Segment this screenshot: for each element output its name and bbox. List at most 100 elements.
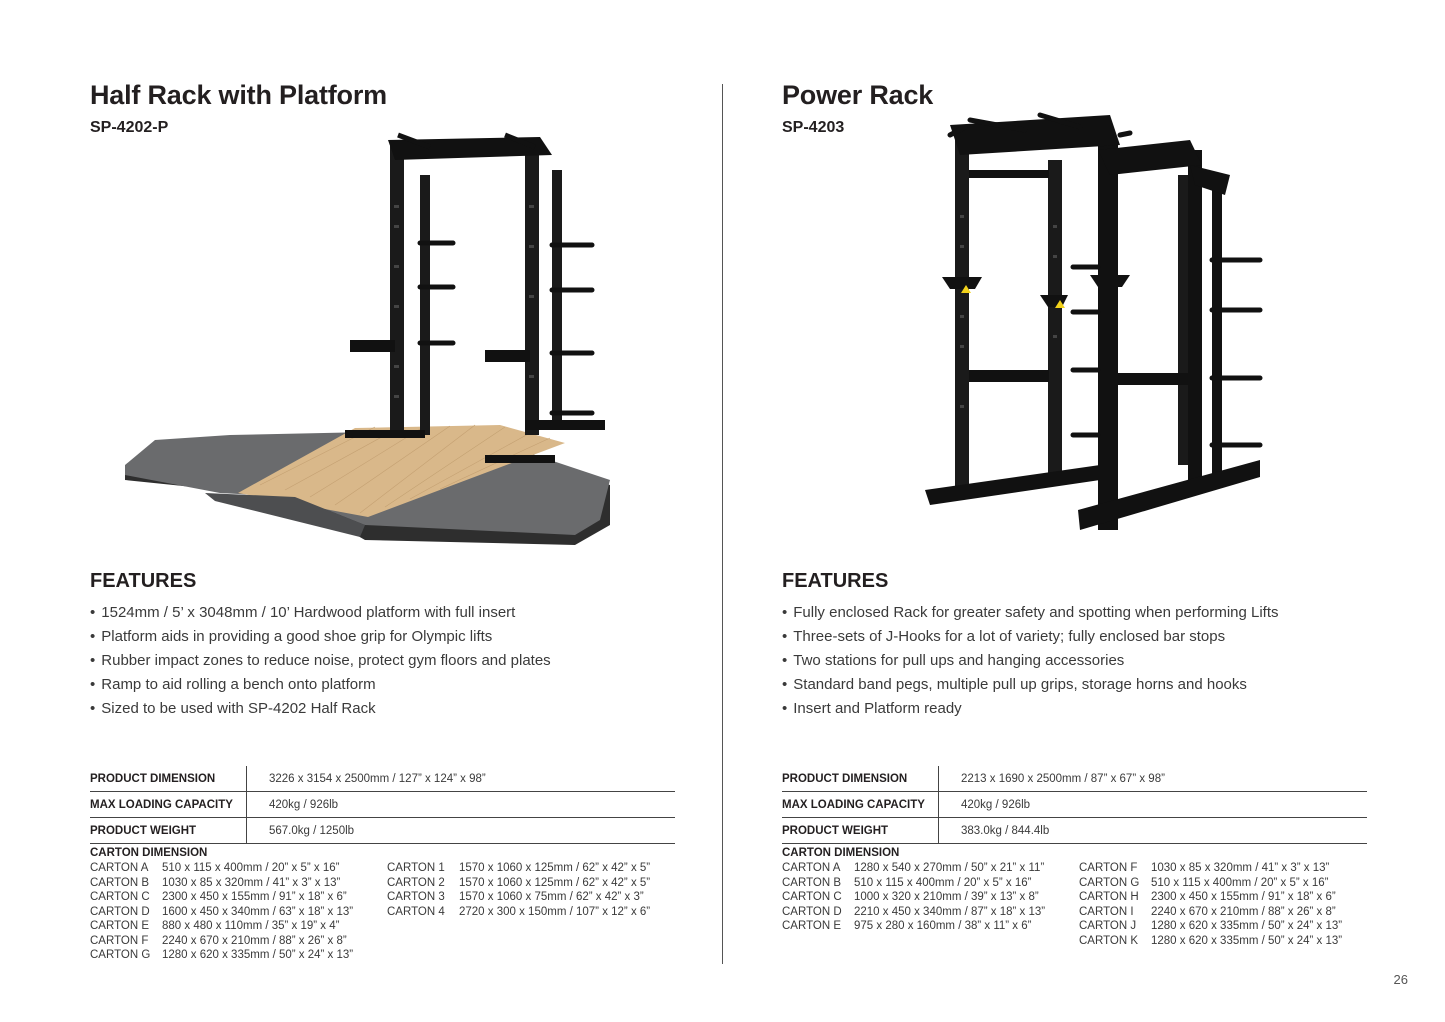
carton-name: CARTON E (90, 920, 150, 932)
spec-label: MAX LOADING CAPACITY (782, 792, 939, 817)
carton-name: CARTON H (1079, 891, 1139, 903)
carton-name: CARTON G (90, 949, 151, 961)
product-title: Half Rack with Platform (90, 80, 387, 110)
carton-list-col2: CARTON F 1030 x 85 x 320mm / 41” x 3” x 1… (1079, 861, 1342, 948)
carton-row: CARTON K 1280 x 620 x 335mm / 50” x 24” x… (1079, 934, 1342, 949)
feature-item: Rubber impact zones to reduce noise, pro… (90, 649, 550, 673)
feature-item: Sized to be used with SP-4202 Half Rack (90, 697, 551, 721)
carton-value: 1600 x 450 x 340mm / 63” x 18” x 13” (162, 905, 354, 918)
spec-value: 2213 x 1690 x 2500mm / 87” x 67” x 98” (961, 772, 1165, 785)
carton-name: CARTON I (1079, 905, 1134, 918)
carton-value: 880 x 480 x 110mm / 35” x 19” x 4” (162, 920, 340, 932)
feature-item: Standard band pegs, multiple pull up gri… (782, 673, 1279, 697)
carton-name: CARTON B (782, 876, 842, 889)
carton-name: CARTON A (782, 862, 841, 874)
carton-row: CARTON D 1600 x 450 x 340mm / 63” x 18” x… (90, 905, 353, 920)
carton-value: 1280 x 540 x 270mm / 50” x 21” x 11” (854, 862, 1045, 874)
carton-name: CARTON C (782, 891, 842, 903)
carton-name: CARTON F (1079, 862, 1138, 874)
carton-value: 1280 x 620 x 335mm / 50” x 24” x 13” (1151, 920, 1343, 932)
product-half-rack-with-platform: Half Rack with Platform SP-4202-P (90, 0, 690, 1022)
carton-value: 510 x 115 x 400mm / 20” x 5” x 16” (1151, 876, 1329, 889)
carton-name: CARTON 2 (387, 876, 445, 889)
carton-value: 2300 x 450 x 155mm / 91” x 18” x 6” (162, 891, 347, 903)
carton-name: CARTON J (1079, 920, 1137, 932)
page-number: 26 (1393, 972, 1408, 987)
carton-name: CARTON B (90, 876, 150, 889)
carton-value: 2210 x 450 x 340mm / 87” x 18” x 13” (854, 905, 1046, 918)
carton-name: CARTON D (782, 905, 842, 918)
carton-row: CARTON C 1000 x 320 x 210mm / 39” x 13” x… (782, 890, 1045, 905)
carton-row: CARTON C 2300 x 450 x 155mm / 91” x 18” x… (90, 890, 353, 905)
carton-list-col2: CARTON 1 1570 x 1060 x 125mm / 62” x 42” … (387, 861, 650, 919)
carton-row: CARTON 3 1570 x 1060 x 75mm / 62” x 42” x… (387, 890, 650, 905)
carton-value: 2720 x 300 x 150mm / 107” x 12” x 6” (459, 905, 651, 918)
carton-value: 510 x 115 x 400mm / 20” x 5” x 16” (162, 862, 340, 874)
carton-value: 510 x 115 x 400mm / 20” x 5” x 16” (854, 876, 1032, 889)
spec-row: PRODUCT DIMENSION 3226 x 3154 x 2500mm /… (90, 766, 675, 792)
carton-list-col1: CARTON A 510 x 115 x 400mm / 20” x 5” x 1… (90, 861, 353, 963)
carton-name: CARTON 1 (387, 862, 445, 874)
product-sku: SP-4203 (782, 119, 845, 136)
spec-row: MAX LOADING CAPACITY 420kg / 926lb (90, 792, 675, 818)
features-heading: FEATURES (90, 570, 197, 592)
carton-row: CARTON E 880 x 480 x 110mm / 35” x 19” x … (90, 919, 353, 934)
spec-label: PRODUCT DIMENSION (90, 766, 247, 791)
carton-value: 1280 x 620 x 335mm / 50” x 24” x 13” (1151, 934, 1343, 947)
feature-item: Fully enclosed Rack for greater safety a… (782, 601, 1278, 625)
spec-row: PRODUCT WEIGHT 567.0kg / 1250lb (90, 818, 675, 844)
carton-row: CARTON A 1280 x 540 x 270mm / 50” x 21” x… (782, 861, 1045, 876)
carton-value: 1000 x 320 x 210mm / 39” x 13” x 8” (854, 891, 1039, 903)
carton-name: CARTON 4 (387, 905, 445, 918)
carton-row: CARTON 2 1570 x 1060 x 125mm / 62” x 42” … (387, 876, 650, 891)
features-list: Fully enclosed Rack for greater safety a… (782, 601, 1279, 721)
half-rack-with-platform-image (125, 132, 610, 545)
spec-label: PRODUCT WEIGHT (782, 818, 939, 843)
feature-item: Ramp to aid rolling a bench onto platfor… (90, 673, 551, 697)
carton-row: CARTON J 1280 x 620 x 335mm / 50” x 24” x… (1079, 919, 1342, 934)
carton-row: CARTON A 510 x 115 x 400mm / 20” x 5” x 1… (90, 861, 353, 876)
spec-value: 420kg / 926lb (269, 798, 339, 811)
carton-name: CARTON C (90, 891, 150, 903)
carton-value: 1030 x 85 x 320mm / 41” x 3” x 13” (1151, 862, 1330, 874)
spec-value: 3226 x 3154 x 2500mm / 127” x 124” x 98” (269, 772, 486, 785)
carton-row: CARTON F 1030 x 85 x 320mm / 41” x 3” x 1… (1079, 861, 1342, 876)
carton-name: CARTON D (90, 905, 150, 918)
feature-item: 1524mm / 5’ x 3048mm / 10’ Hardwood plat… (90, 601, 551, 625)
carton-name: CARTON K (1079, 934, 1139, 947)
carton-row: CARTON D 2210 x 450 x 340mm / 87” x 18” x… (782, 905, 1045, 920)
spec-label: MAX LOADING CAPACITY (90, 792, 247, 817)
feature-item: Platform aids in providing a good shoe g… (90, 625, 551, 649)
product-title: Power Rack (782, 80, 934, 110)
feature-item: Three-sets of J-Hooks for a lot of varie… (782, 625, 1279, 649)
spec-value: 420kg / 926lb (961, 798, 1031, 811)
carton-list-col1: CARTON A 1280 x 540 x 270mm / 50” x 21” x… (782, 861, 1045, 934)
carton-value: 1570 x 1060 x 125mm / 62” x 42” x 5” (459, 876, 651, 889)
carton-row: CARTON G 1280 x 620 x 335mm / 50” x 24” x… (90, 948, 353, 963)
feature-item: Insert and Platform ready (782, 697, 1279, 721)
spec-label: PRODUCT WEIGHT (90, 818, 247, 843)
carton-name: CARTON 3 (387, 891, 445, 903)
carton-row: CARTON B 1030 x 85 x 320mm / 41” x 3” x 1… (90, 876, 353, 891)
feature-item: Two stations for pull ups and hanging ac… (782, 649, 1279, 673)
carton-name: CARTON A (90, 862, 149, 874)
product-sku: SP-4202-P (90, 119, 169, 136)
carton-value: 1570 x 1060 x 75mm / 62” x 42” x 3” (459, 891, 644, 903)
carton-value: 975 x 280 x 160mm / 38” x 11” x 6” (854, 920, 1032, 932)
features-heading: FEATURES (782, 570, 889, 592)
carton-value: 1030 x 85 x 320mm / 41” x 3” x 13” (162, 876, 341, 889)
carton-value: 1280 x 620 x 335mm / 50” x 24” x 13” (162, 949, 354, 961)
spec-table: PRODUCT DIMENSION 2213 x 1690 x 2500mm /… (782, 766, 1367, 844)
spec-table: PRODUCT DIMENSION 3226 x 3154 x 2500mm /… (90, 766, 675, 844)
spec-value: 567.0kg / 1250lb (269, 824, 355, 837)
spec-value: 383.0kg / 844.4lb (961, 824, 1050, 837)
spec-row: PRODUCT WEIGHT 383.0kg / 844.4lb (782, 818, 1367, 844)
power-rack-image (925, 112, 1263, 530)
carton-heading: CARTON DIMENSION (90, 847, 208, 859)
carton-name: CARTON F (90, 934, 149, 947)
